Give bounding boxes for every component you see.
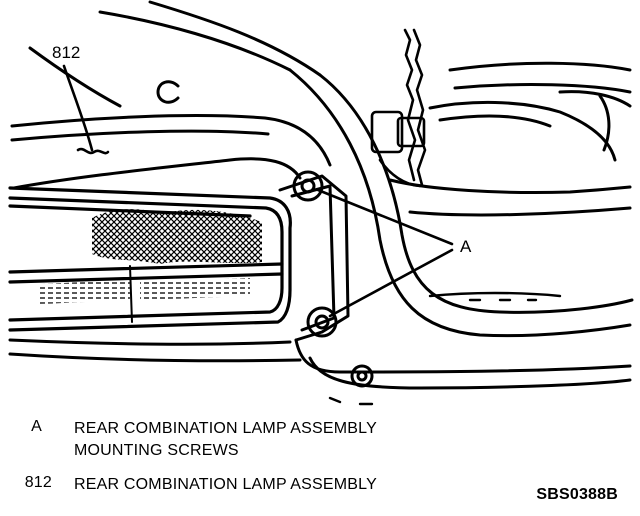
callout-a-label: A bbox=[460, 237, 472, 256]
lamp-lens-hatching bbox=[40, 209, 262, 304]
legend-description: REAR COMBINATION LAMP ASSEMBLY MOUNTING … bbox=[74, 418, 377, 462]
mounting-screw-upper bbox=[292, 170, 324, 202]
lamp-housing bbox=[8, 186, 292, 332]
legend-description: REAR COMBINATION LAMP ASSEMBLY bbox=[74, 474, 377, 496]
clip-icon bbox=[156, 80, 180, 104]
body-panel-outline bbox=[10, 0, 332, 190]
legend-line: MOUNTING SCREWS bbox=[74, 442, 239, 459]
mounting-screw-lower bbox=[306, 306, 338, 338]
legend-line: REAR COMBINATION LAMP ASSEMBLY bbox=[74, 476, 377, 493]
callout-812-leader bbox=[62, 64, 110, 155]
legend-line: REAR COMBINATION LAMP ASSEMBLY bbox=[74, 420, 377, 437]
wiring-harness bbox=[370, 28, 427, 188]
bolt-icon bbox=[350, 364, 374, 388]
callout-a-leaders bbox=[316, 188, 454, 318]
legend-key: 812 bbox=[24, 474, 52, 491]
mounting-bracket bbox=[8, 174, 632, 390]
lower-trim bbox=[328, 291, 562, 406]
legend-key: A bbox=[31, 418, 42, 435]
callout-812-label: 812 bbox=[52, 43, 80, 62]
figure-code: SBS0388B bbox=[536, 486, 618, 503]
quarter-panel bbox=[288, 61, 634, 338]
legend: A REAR COMBINATION LAMP ASSEMBLY MOUNTIN… bbox=[0, 412, 640, 516]
